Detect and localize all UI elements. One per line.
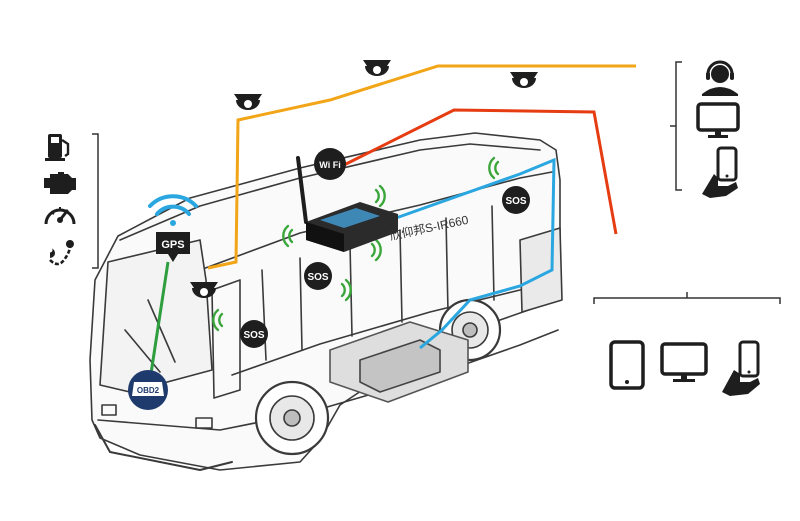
- hand-phone-icon: [702, 146, 738, 198]
- camera-group: [190, 60, 538, 298]
- router-device: [296, 156, 398, 252]
- wifi-label: Wi Fi: [319, 160, 340, 170]
- monitor-icon: [696, 102, 740, 138]
- signal-icon: [374, 184, 386, 208]
- wifi-badge: Wi Fi: [314, 148, 346, 180]
- signal-waves: [212, 156, 500, 332]
- tablet-icon: [609, 340, 645, 390]
- obd2-label: OBD2: [137, 386, 160, 395]
- signal-icon: [370, 238, 382, 262]
- dome-camera-icon: [363, 60, 391, 76]
- monitor-icon: [660, 342, 708, 382]
- signal-icon: [282, 224, 294, 248]
- sos-button: SOS: [502, 186, 530, 214]
- bus-illustration: [89, 132, 563, 471]
- fuel-pump-icon: [45, 134, 70, 161]
- route-icon: [47, 240, 74, 266]
- speedometer-icon: [44, 207, 76, 225]
- hand-phone-icon: [722, 340, 760, 396]
- sos-button: SOS: [240, 320, 268, 348]
- monitoring-center-panel: [670, 60, 740, 198]
- dome-camera-icon: [510, 72, 538, 88]
- obd2-badge: OBD2: [128, 370, 168, 410]
- obd-link-line: [148, 261, 170, 381]
- operator-headset-icon: [702, 60, 738, 96]
- engine-icon: [44, 172, 76, 194]
- signal-icon: [488, 156, 500, 180]
- signal-icon: [340, 278, 352, 302]
- client-devices-panel: [593, 292, 781, 396]
- dome-camera-icon: [234, 94, 262, 110]
- gps-pin: GPS: [156, 232, 190, 262]
- wifi-broadcast-icon: [148, 194, 198, 226]
- cloud-link-line: [207, 64, 636, 270]
- sos-label: SOS: [243, 330, 264, 341]
- sos-label: SOS: [505, 196, 526, 207]
- dome-camera-icon: [190, 282, 218, 298]
- antenna-icon: [296, 156, 308, 224]
- vehicle-data-panel: [44, 133, 99, 269]
- power-line: [395, 157, 556, 350]
- signal-icon: [212, 308, 224, 332]
- gps-label: GPS: [161, 239, 184, 251]
- monitor-link-line: [337, 108, 618, 235]
- sos-button: SOS: [304, 262, 332, 290]
- sos-label: SOS: [307, 272, 328, 283]
